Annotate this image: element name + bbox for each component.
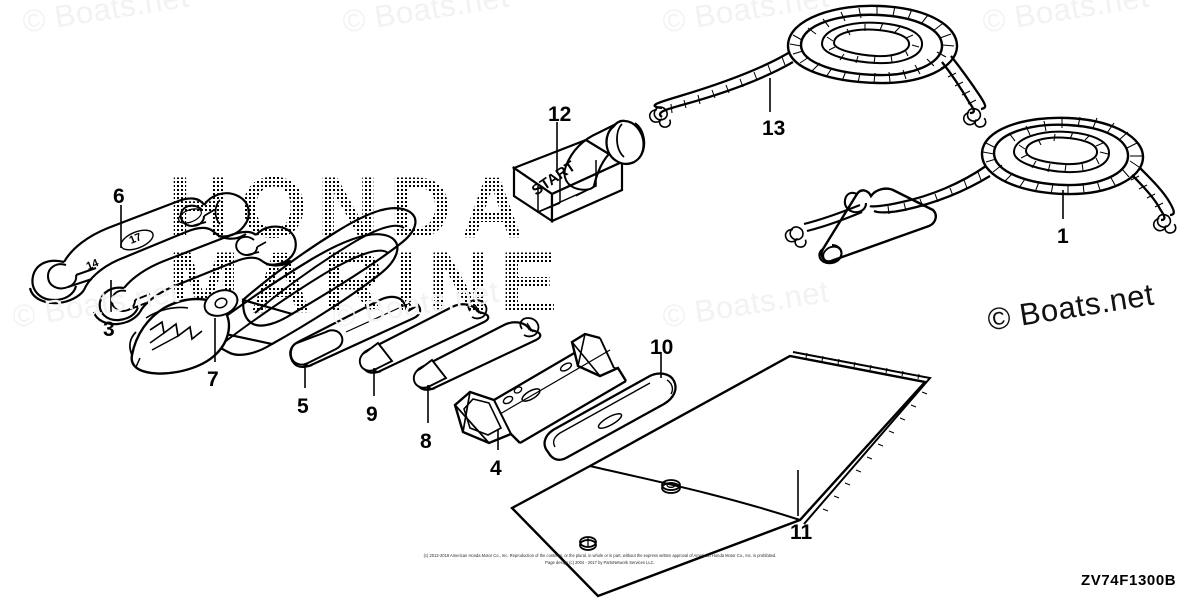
- part-8-phillips-screwdriver: [412, 317, 542, 391]
- part-1-starter-rope-with-grip: [783, 116, 1178, 265]
- part-11-tool-bag-pouch: [510, 351, 932, 598]
- part-12-emergency-start-grip: START: [511, 119, 646, 224]
- part-3-open-end-wrench-small: [92, 225, 297, 326]
- callout-10[interactable]: 10: [650, 336, 674, 359]
- callout-3[interactable]: 3: [103, 318, 115, 341]
- callout-9[interactable]: 9: [366, 403, 378, 426]
- callout-1[interactable]: 1: [1057, 225, 1069, 248]
- callout-6[interactable]: 6: [113, 185, 125, 208]
- diagram-part-number: ZV74F1300B: [1081, 572, 1177, 589]
- part-13-emergency-starter-rope: [647, 4, 988, 130]
- callout-11[interactable]: 11: [790, 521, 813, 544]
- callout-5[interactable]: 5: [297, 395, 309, 418]
- callout-8[interactable]: 8: [420, 430, 432, 453]
- part-6-open-end-wrench-large: 17 14: [28, 192, 250, 305]
- callout-7[interactable]: 7: [207, 368, 219, 391]
- part-9-screwdriver-shaft: [358, 299, 490, 374]
- wrench-size-stamp-2: 14: [85, 257, 102, 273]
- legal-notice-line2: Page design (c) 2004 - 2017 by PartsNetw…: [545, 560, 655, 565]
- part-5-flat-blade-screwdriver: [289, 295, 422, 368]
- callout-12[interactable]: 12: [548, 103, 572, 126]
- part-10-tool-bar-handle: [543, 372, 677, 461]
- part-7-slip-joint-pliers: [129, 207, 417, 375]
- wrench-size-stamp-1: 17: [128, 231, 144, 247]
- part-4-spark-plug-socket-wrench: [453, 332, 628, 445]
- legal-notice-line1: (c) 2012-2018 American Honda Motor Co., …: [423, 553, 777, 558]
- callout-4[interactable]: 4: [490, 457, 502, 480]
- callout-13[interactable]: 13: [762, 117, 786, 140]
- callout-leader-lines: [110, 78, 1064, 516]
